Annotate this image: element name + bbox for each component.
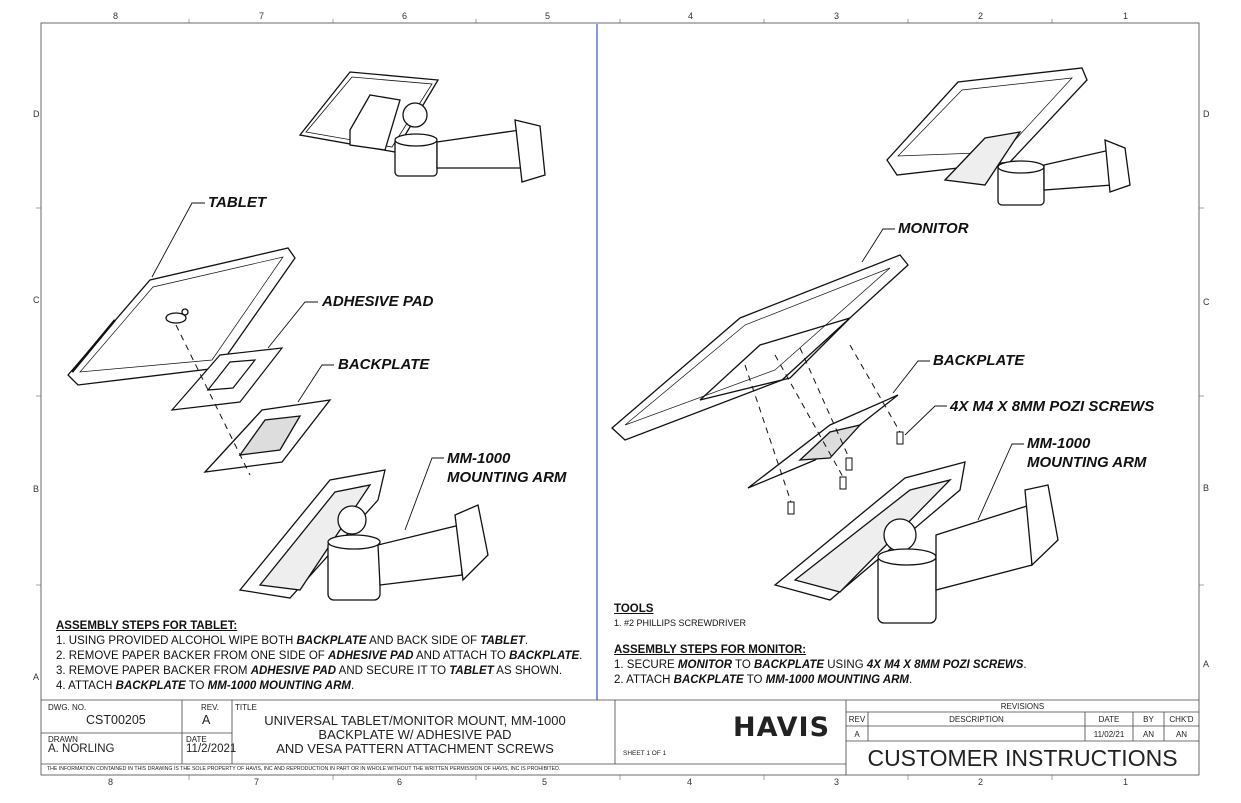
drawn-date: 11/2/2021	[186, 743, 237, 755]
left-mounting-arm-figure	[238, 469, 489, 601]
tablet-step-2: 2. REMOVE PAPER BACKER FROM ONE SIDE OF …	[56, 650, 583, 662]
zone-left-a: A	[33, 672, 40, 682]
tablet-steps: ASSEMBLY STEPS FOR TABLET: 1. USING PROV…	[56, 619, 582, 694]
zone-right-b: B	[1203, 483, 1210, 493]
sheet-number: SHEET 1 OF 1	[623, 750, 667, 757]
right-mounting-arm-figure	[773, 461, 1059, 624]
rev-row-date: 11/02/21	[1093, 730, 1125, 739]
zone-top-3: 3	[834, 11, 840, 21]
zone-bottom-2: 2	[978, 777, 984, 787]
callout-arm-left-1: MM-1000	[447, 450, 511, 467]
rev-header-description: DESCRIPTION	[949, 715, 1004, 724]
zone-bottom-3: 3	[834, 777, 840, 787]
dwg-no-label: DWG. NO.	[48, 703, 87, 712]
customer-instructions: CUSTOMER INSTRUCTIONS	[867, 745, 1178, 771]
callout-tablet: TABLET	[208, 194, 267, 211]
zone-right-d: D	[1203, 109, 1210, 119]
tools-section: TOOLS 1. #2 PHILLIPS SCREWDRIVER	[614, 602, 746, 630]
rev-header-by: BY	[1143, 715, 1154, 724]
title-block-grid	[41, 699, 1199, 775]
callout-adhesive-pad: ADHESIVE PAD	[322, 293, 434, 310]
tools-item-1: 1. #2 PHILLIPS SCREWDRIVER	[614, 618, 747, 628]
zone-bottom-1: 1	[1123, 777, 1129, 787]
drawn-label: DRAWN	[48, 735, 78, 744]
date-label: DATE	[186, 735, 207, 744]
zone-top-2: 2	[978, 11, 984, 21]
zone-left-b: B	[33, 484, 40, 494]
left-leader-lines	[151, 202, 444, 531]
callout-arm-right-2: MOUNTING ARM	[1027, 454, 1147, 471]
monitor-step-2: 2. ATTACH BACKPLATE TO MM-1000 MOUNTING …	[614, 674, 913, 686]
monitor-steps-heading: ASSEMBLY STEPS FOR MONITOR:	[614, 644, 807, 656]
drawn-by: A. NORLING	[48, 743, 115, 755]
zone-top-4: 4	[688, 11, 694, 21]
tablet-steps-heading: ASSEMBLY STEPS FOR TABLET:	[56, 620, 238, 632]
right-leader-lines	[861, 228, 1024, 521]
callout-arm-left-2: MOUNTING ARM	[447, 469, 567, 486]
rev-value: A	[202, 713, 211, 727]
zone-left-d: D	[33, 109, 40, 119]
callout-backplate-right: BACKPLATE	[933, 352, 1025, 369]
callout-monitor: MONITOR	[898, 220, 969, 237]
proprietary-notice: THE INFORMATION CONTAINED IN THIS DRAWIN…	[47, 766, 561, 772]
rev-header-date: DATE	[1098, 715, 1120, 724]
zone-ticks	[36, 19, 1204, 780]
zone-top-7: 7	[259, 11, 265, 21]
drawing-title: UNIVERSAL TABLET/MONITOR MOUNT, MM-1000 …	[238, 714, 592, 756]
right-alignment-lines	[744, 344, 901, 503]
zone-top-5: 5	[545, 11, 551, 21]
rev-row-rev: A	[854, 730, 860, 739]
rev-row-chkd: AN	[1175, 730, 1188, 739]
title-line-3: AND VESA PATTERN ATTACHMENT SCREWS	[276, 741, 554, 756]
tablet-step-3: 3. REMOVE PAPER BACKER FROM ADHESIVE PAD…	[56, 665, 563, 677]
tools-heading: TOOLS	[614, 603, 654, 615]
zone-bottom-4: 4	[687, 777, 693, 787]
left-backplate-figure	[203, 399, 332, 473]
left-tablet-figure	[67, 247, 296, 386]
zone-bottom-6: 6	[397, 777, 403, 787]
zone-left-c: C	[33, 295, 40, 305]
rev-header-chkd: CHK'D	[1169, 715, 1194, 724]
left-assembled-figure	[298, 71, 546, 183]
callout-arm-right-1: MM-1000	[1027, 435, 1091, 452]
zone-top-1: 1	[1123, 11, 1129, 21]
zone-top-6: 6	[402, 11, 408, 21]
left-alignment-line	[175, 324, 251, 476]
right-assembled-figure	[886, 67, 1131, 206]
rev-header-rev: REV	[848, 715, 866, 724]
zone-bottom-5: 5	[542, 777, 548, 787]
tablet-step-1: 1. USING PROVIDED ALCOHOL WIPE BOTH BACK…	[56, 635, 529, 647]
zone-right-c: C	[1203, 297, 1210, 307]
dwg-no: CST00205	[86, 713, 146, 727]
rev-label: REV.	[201, 703, 219, 712]
rev-row-by: AN	[1142, 730, 1155, 739]
monitor-step-1: 1. SECURE MONITOR TO BACKPLATE USING 4X …	[614, 659, 1027, 671]
zone-right-a: A	[1203, 659, 1210, 669]
callout-screws: 4X M4 X 8MM POZI SCREWS	[950, 398, 1155, 415]
left-adhesive-pad-figure	[170, 347, 284, 411]
zone-bottom-7: 7	[254, 777, 260, 787]
title-line-1: UNIVERSAL TABLET/MONITOR MOUNT, MM-1000	[264, 713, 566, 728]
zone-bottom-8: 8	[108, 777, 114, 787]
monitor-steps: ASSEMBLY STEPS FOR MONITOR: 1. SECURE MO…	[614, 643, 1027, 688]
zone-top-8: 8	[113, 11, 119, 21]
havis-logo: HAVIS	[733, 712, 831, 743]
title-line-2: BACKPLATE W/ ADHESIVE PAD	[318, 727, 512, 742]
title-label: TITLE	[235, 703, 257, 712]
tablet-step-4: 4. ATTACH BACKPLATE TO MM-1000 MOUNTING …	[56, 680, 355, 692]
right-backplate-figure	[747, 394, 899, 489]
right-monitor-figure	[611, 254, 909, 441]
revisions-heading: REVISIONS	[1000, 702, 1045, 711]
callout-backplate-left: BACKPLATE	[338, 356, 430, 373]
